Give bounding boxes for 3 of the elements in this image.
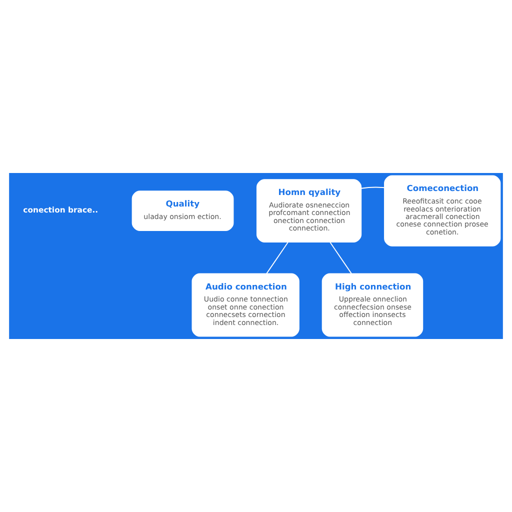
connector [360,186,385,189]
connector [330,242,352,274]
connector [266,242,288,274]
